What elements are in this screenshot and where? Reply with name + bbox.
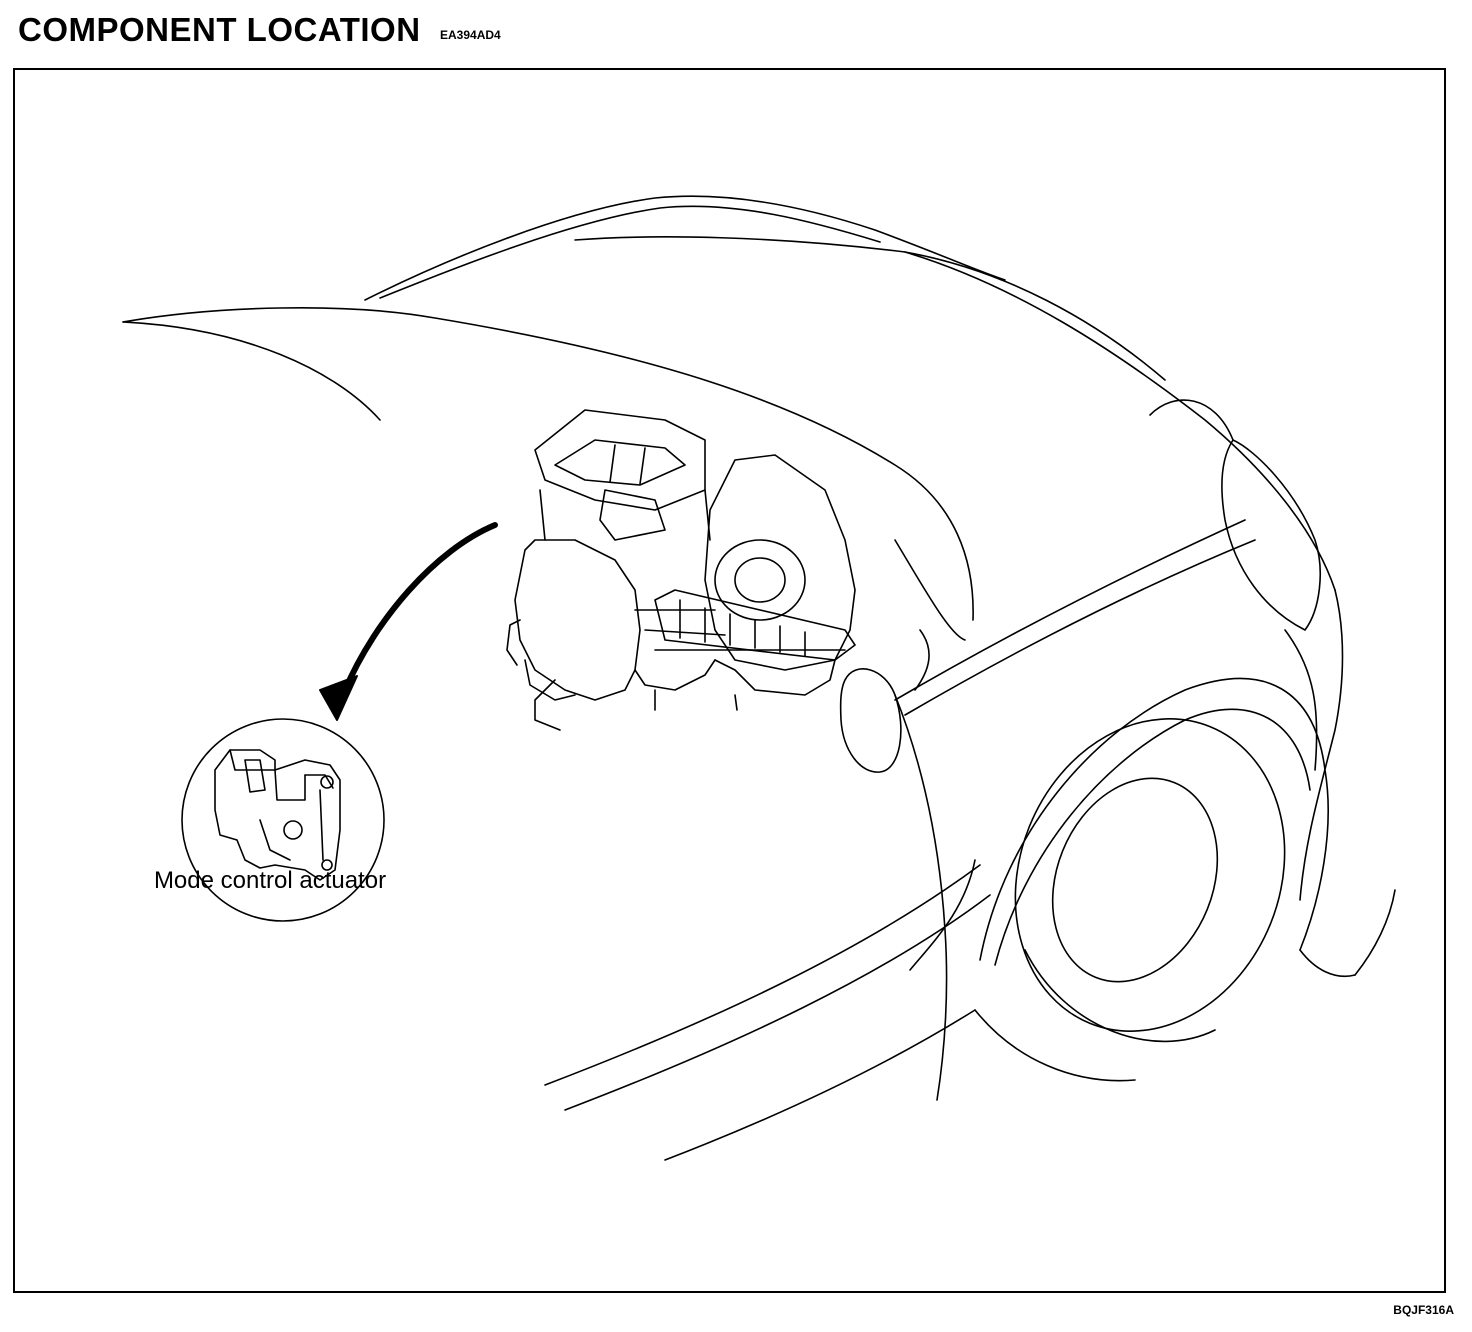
door-front-edge (894, 694, 948, 1101)
hvac-module (506, 409, 856, 731)
rocker-line-2 (564, 894, 991, 1111)
a-pillar (574, 236, 1166, 381)
rocker-line-3 (664, 1009, 976, 1161)
actuator-callout-circle (181, 718, 385, 922)
wheel-arch (979, 677, 1329, 961)
document-code: EA394AD4 (440, 28, 501, 42)
front-tire (1014, 718, 1286, 1032)
headlamp (1221, 439, 1321, 631)
front-fender (1299, 589, 1344, 901)
page-title: COMPONENT LOCATION (18, 11, 421, 48)
hood-top (904, 251, 1336, 591)
pointer-arrowhead (319, 675, 358, 721)
side-mirror (839, 668, 902, 773)
hvac-vent (599, 489, 666, 541)
figure-code: BQJF316A (1393, 1303, 1454, 1317)
belt-line (894, 519, 1246, 701)
hvac-lower (714, 659, 836, 696)
hvac-grille (654, 589, 856, 661)
windshield-line (122, 307, 974, 621)
figure-frame (13, 68, 1446, 1293)
vehicle-outline (122, 195, 1396, 1161)
hvac-case-left (514, 539, 641, 701)
blower-fan (714, 539, 806, 621)
pointer-arrow (342, 522, 498, 693)
rocker-line-1 (544, 864, 981, 1086)
hood-edge (122, 321, 381, 421)
component-location-drawing (122, 195, 1396, 1161)
mode-control-actuator-drawing (214, 749, 341, 881)
front-rim (1051, 777, 1219, 983)
mode-control-actuator-label: Mode control actuator (153, 867, 387, 894)
roof-line-inner (379, 205, 881, 299)
roof-line-outer (364, 195, 1006, 301)
